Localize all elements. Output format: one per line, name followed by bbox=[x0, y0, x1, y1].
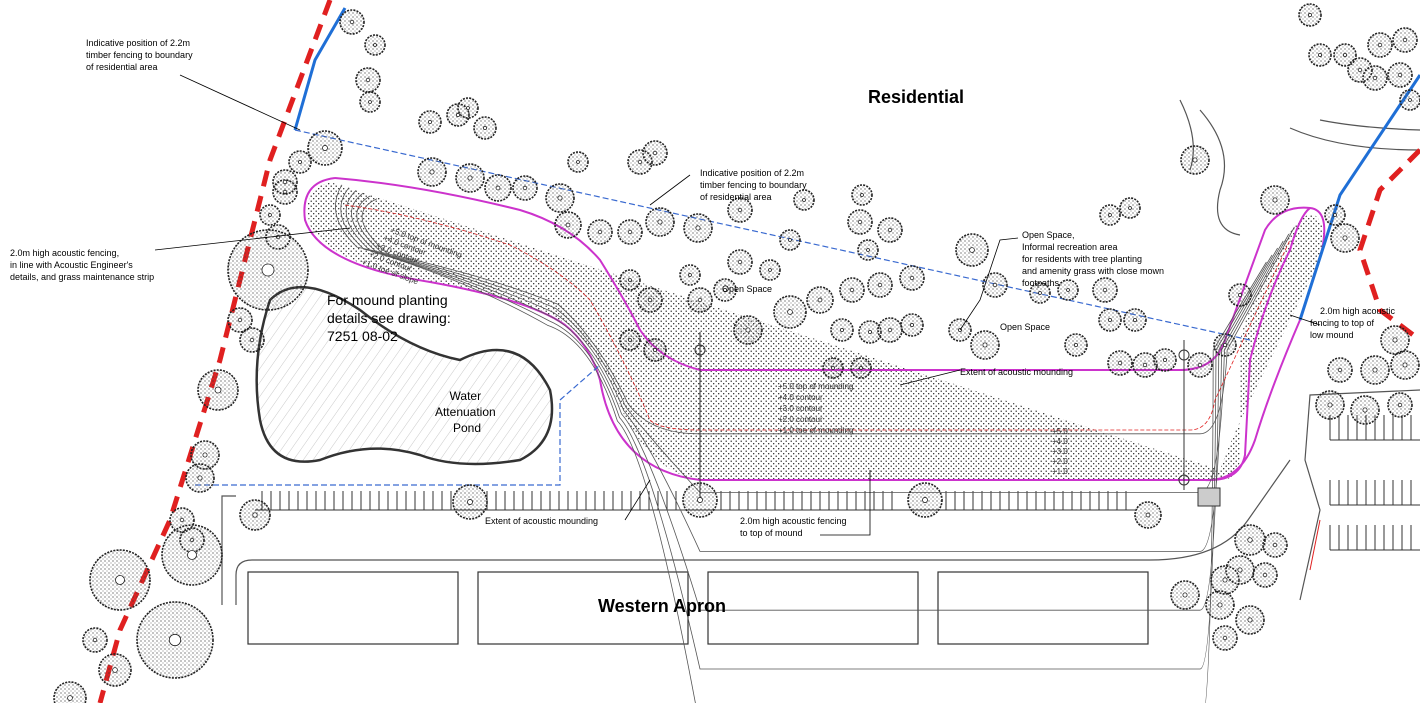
residential-label: Residential bbox=[868, 87, 964, 107]
svg-text:+5.0: +5.0 bbox=[1052, 427, 1068, 436]
svg-text:+2.0: +2.0 bbox=[1052, 457, 1068, 466]
svg-text:+3.0 contour: +3.0 contour bbox=[778, 404, 823, 413]
acoustic-mound bbox=[303, 177, 1326, 703]
svg-text:+1.0: +1.0 bbox=[1052, 467, 1068, 476]
fence-note-nw: Indicative position of 2.2m timber fenci… bbox=[86, 38, 195, 72]
attenuation-pond bbox=[255, 285, 554, 466]
svg-text:+5.0 top of mounding: +5.0 top of mounding bbox=[778, 382, 853, 391]
fence-note-mid: Indicative position of 2.2m timber fenci… bbox=[700, 168, 809, 202]
road-edges bbox=[221, 99, 1420, 605]
parking-bays bbox=[1329, 415, 1420, 551]
western-apron-label: Western Apron bbox=[598, 596, 726, 616]
open-space-label-2: Open Space bbox=[1000, 322, 1050, 332]
contour-labels-centre: +5.0 top of mounding +4.0 contour +3.0 c… bbox=[778, 382, 853, 435]
svg-text:+4.0 contour: +4.0 contour bbox=[778, 393, 823, 402]
acoustic-fence-note-s: 2.0m high acoustic fencing to top of mou… bbox=[740, 516, 849, 538]
open-space-label: Open Space bbox=[722, 284, 772, 294]
extent-mounding-label-2: Extent of acoustic mounding bbox=[485, 516, 598, 526]
site-boundary bbox=[97, 0, 1420, 703]
svg-text:+3.0: +3.0 bbox=[1052, 447, 1068, 456]
extent-mounding-label-1: Extent of acoustic mounding bbox=[960, 367, 1073, 377]
contour-labels-east: +5.0 +4.0 +3.0 +2.0 +1.0 bbox=[1052, 427, 1068, 476]
tree-planting bbox=[53, 3, 1420, 703]
residential-fence-dashed bbox=[195, 129, 1251, 486]
timber-fence bbox=[293, 7, 1420, 321]
apron-stands bbox=[247, 571, 1149, 645]
leader-lines bbox=[154, 74, 1321, 536]
svg-text:+4.0: +4.0 bbox=[1052, 437, 1068, 446]
section-markers bbox=[694, 332, 1221, 507]
svg-text:+1.0 toe of mounding: +1.0 toe of mounding bbox=[778, 426, 853, 435]
open-space-note: Open Space, Informal recreation area for… bbox=[1022, 230, 1167, 288]
pond-label: Water Attenuation Pond bbox=[435, 389, 499, 435]
site-boundary-thin bbox=[1309, 519, 1321, 571]
svg-text:+2.0 contour: +2.0 contour bbox=[778, 415, 823, 424]
mound-planting-note: For mound planting details see drawing: … bbox=[327, 292, 455, 344]
acoustic-fence-note-e: 2.0m high acoustic fencing to top of low… bbox=[1310, 306, 1398, 340]
acoustic-fence-note-w: 2.0m high acoustic fencing, in line with… bbox=[10, 248, 154, 282]
